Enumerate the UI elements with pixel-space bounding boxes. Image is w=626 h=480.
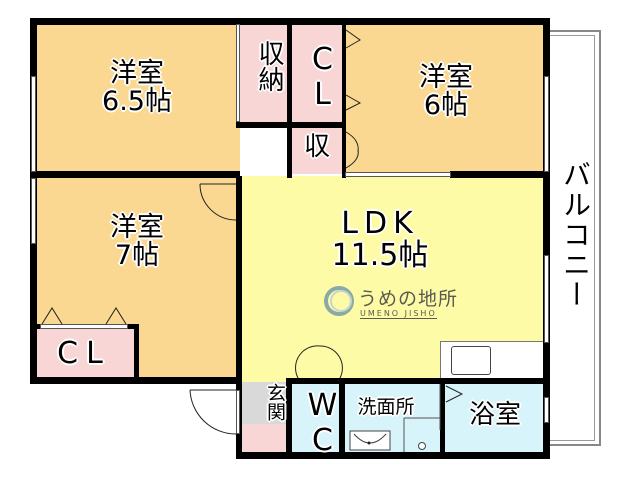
- room-closet-top: [290, 22, 346, 124]
- room-storage: [240, 22, 290, 124]
- wall-mid-horizontal: [30, 171, 240, 178]
- label-bathroom: 浴室: [468, 400, 521, 430]
- label-wc: WC: [305, 388, 340, 458]
- room-name: LDK: [341, 206, 419, 241]
- wall-wetarea-top: [286, 378, 550, 384]
- room-bathroom: [442, 382, 546, 456]
- label-storage: 収納: [254, 40, 284, 92]
- room-size: 11.5帖: [331, 237, 429, 273]
- wall-bath-left: [440, 378, 445, 458]
- sliding-door-storage[interactable]: [236, 24, 240, 122]
- room-size: 6.5帖: [102, 86, 172, 118]
- room-name: 洋室: [110, 58, 164, 89]
- label-storage-small: 収: [303, 132, 330, 162]
- window-left-top: [31, 76, 36, 172]
- label-closet-top: CL: [305, 42, 340, 112]
- wall-mid-horizontal-right: [450, 171, 550, 178]
- sliding-door-ldk[interactable]: [345, 172, 451, 177]
- wall-storage-right: [287, 18, 292, 178]
- bedroom-closet-doors[interactable]: [40, 324, 128, 329]
- room-entrance-step: [240, 424, 290, 454]
- room-name: 洋室: [110, 212, 164, 243]
- room-western-6: [346, 22, 546, 174]
- wall-right: [543, 18, 550, 458]
- wall-closet-bottom-right: [134, 324, 139, 382]
- wall-storage-bottom: [236, 122, 346, 128]
- window-right-mid: [544, 255, 549, 343]
- logo-text: うめの地所: [358, 288, 459, 310]
- entrance-door-frame: [236, 390, 240, 434]
- label-entrance: 玄関: [264, 383, 286, 421]
- room-western-6-5: [34, 22, 240, 174]
- watermark-logo: うめの地所 UMENO JISHO: [322, 282, 482, 322]
- label-western-7: 洋室 7帖: [34, 212, 240, 272]
- wall-ldk-left: [236, 176, 242, 458]
- room-size: 6帖: [423, 90, 469, 122]
- label-western-6: 洋室 6帖: [346, 62, 546, 122]
- window-left-bottom: [31, 178, 36, 244]
- window-right-bath: [544, 397, 549, 423]
- label-western-6-5: 洋室 6.5帖: [34, 58, 240, 118]
- sink-icon: [451, 346, 491, 375]
- room-wc: [290, 382, 342, 456]
- balcony: [547, 30, 601, 446]
- label-washroom: 洗面所: [357, 396, 415, 418]
- logo-subtext: UMENO JISHO: [360, 309, 437, 319]
- room-size: 7帖: [114, 240, 160, 272]
- wall-wc-right: [339, 378, 345, 458]
- wall-wc-left: [286, 378, 292, 458]
- label-ldk: LDK 11.5帖: [300, 208, 460, 271]
- wall-closet-right: [342, 18, 346, 178]
- wall-bottom: [236, 452, 550, 459]
- balcony-label: バルコニー: [559, 160, 592, 310]
- room-storage-small: [290, 124, 346, 174]
- room-name: 洋室: [419, 62, 473, 93]
- logo-ring-icon: [324, 286, 354, 316]
- room-closet-bottom: [34, 328, 138, 380]
- room-entrance: [240, 382, 290, 424]
- label-closet-bottom: CL: [57, 336, 111, 371]
- window-right-top: [544, 76, 549, 172]
